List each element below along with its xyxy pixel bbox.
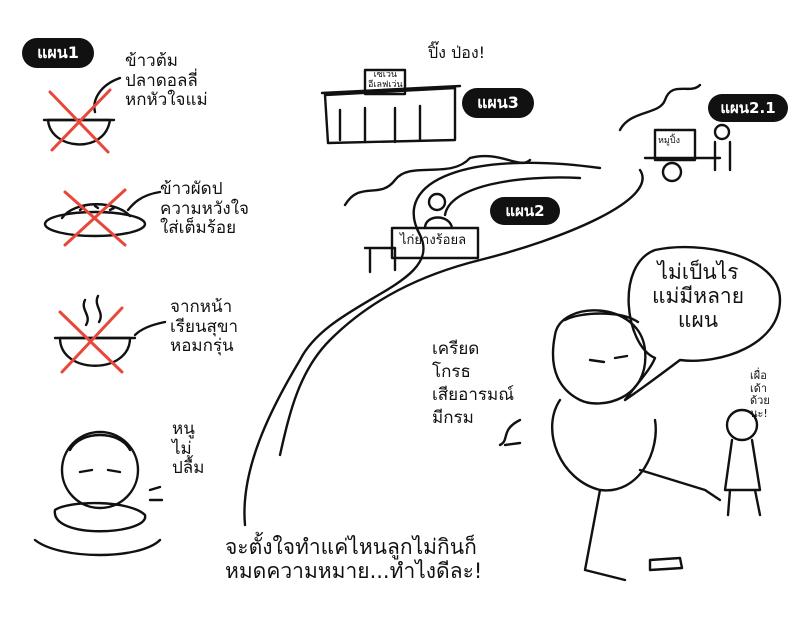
- plan2-1-label: แผน2.1: [708, 94, 788, 122]
- winding-road: [243, 161, 644, 527]
- soup-bowl-icon: [53, 294, 137, 367]
- speech-bubble: [623, 245, 782, 402]
- plan1-label: แผน1: [22, 38, 94, 68]
- arrow-rice-soup: [93, 76, 122, 114]
- arrow-soup: [133, 320, 167, 337]
- cross-mark: [58, 306, 124, 374]
- cross-mark: [48, 88, 112, 154]
- arrow-fried-rice: [126, 190, 162, 212]
- seven-eleven-sign: เซเว่น อีเลฟเว่น: [368, 70, 403, 91]
- ping-pong-exclamation: ปิ๊ง ป่อง!: [428, 43, 486, 62]
- grill-stall: [343, 154, 532, 274]
- child-protest-text: หนู ไม่ ปลื้ม: [172, 419, 205, 479]
- slipper: [648, 556, 684, 572]
- bottom-caption: จะตั้งใจทำแค่ไหนลูกไม่กินก็ หมดความหมาย.…: [225, 535, 483, 584]
- fried-rice-plate-icon: [43, 203, 147, 238]
- sulking-child: [33, 430, 164, 557]
- cart-sign: หมูปิ้ง: [658, 136, 680, 146]
- girl-side-note: เผื่อ เด้า ด้วย นะ!: [750, 369, 770, 420]
- speech-bubble-text: ไม่เป็นไร แม่มีหลาย แผน: [652, 260, 745, 333]
- cross-mark: [63, 188, 127, 247]
- plan3-label: แผน3: [462, 88, 534, 118]
- rice-soup-note: ข้าวต้ม ปลาดอลลี่ หกหัวใจแม่: [125, 51, 208, 111]
- mom-feelings-note: เครียด โกรธ เสียอารมณ์ มีกรม: [432, 339, 515, 428]
- fried-rice-note: ข้าวผัดป ความหวังใจ ใส่เต็มร้อย: [160, 179, 249, 239]
- food-cart: [618, 83, 732, 183]
- soup-note: จากหน้า เรียนสุขา หอมกรุ่น: [170, 297, 239, 357]
- convenience-store-building: [320, 68, 462, 145]
- plan2-label: แผน2: [490, 197, 560, 225]
- little-girl: [723, 408, 762, 517]
- angry-mom: [498, 309, 722, 582]
- chicken-stall-sign: ไก่ย่างร้อยล: [400, 233, 467, 248]
